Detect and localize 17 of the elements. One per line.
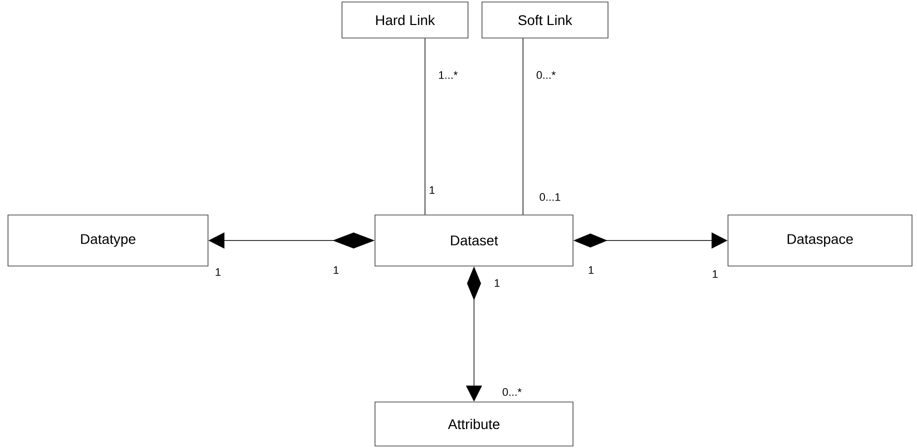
class-box: Hard Link xyxy=(342,2,468,38)
class-box: Dataspace xyxy=(728,214,912,266)
multiplicity-label: 1 xyxy=(216,268,221,276)
connector xyxy=(522,38,524,215)
class-box: Dataset xyxy=(374,214,574,266)
class-box: Datatype xyxy=(8,214,208,266)
class-box: Attribute xyxy=(374,402,574,446)
multiplicity-label: 1 xyxy=(712,270,718,278)
multiplicity-label: 1 xyxy=(334,266,339,274)
connector xyxy=(424,38,426,215)
multiplicity-label: 0...* xyxy=(536,71,556,79)
multiplicity-label: 1...* xyxy=(439,71,458,79)
class-box: Soft Link xyxy=(482,2,608,38)
multiplicity-label: 1 xyxy=(494,279,500,287)
multiplicity-label: 0...1 xyxy=(540,193,560,201)
multiplicity-label: 1 xyxy=(588,266,594,274)
multiplicity-label: 1 xyxy=(430,186,435,194)
